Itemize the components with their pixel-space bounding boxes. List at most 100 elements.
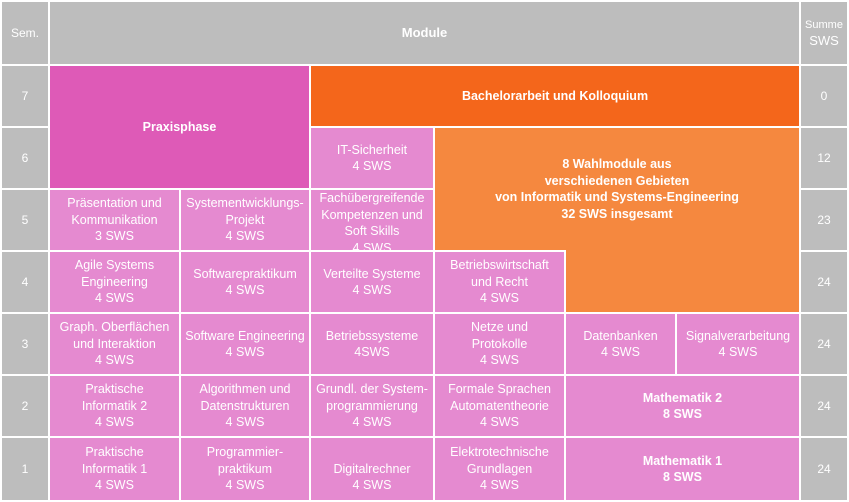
semester-number: 3 <box>21 336 29 351</box>
sws-value: 12 <box>817 150 831 165</box>
module-title-line: Kommunikation <box>71 212 158 227</box>
module-title-line: Datenstrukturen <box>200 398 290 413</box>
module-systementwicklung: Systementwicklungs- Projekt 4 SWS <box>181 190 309 250</box>
semester-number: 2 <box>21 398 29 413</box>
module-wahlmodule-extension <box>566 246 799 312</box>
module-title: Signalverarbeitung <box>685 328 791 343</box>
module-sws: 4 SWS <box>480 415 519 430</box>
module-mathematik-2: Mathematik 2 8 SWS <box>566 376 799 436</box>
module-it-sicherheit: IT-Sicherheit 4 SWS <box>311 128 433 188</box>
module-sws: 4 SWS <box>95 415 134 430</box>
module-title-line: und Interaktion <box>73 336 156 351</box>
semester-3-sws-sum: 24 <box>801 314 847 374</box>
module-title: Mathematik 2 <box>642 390 723 405</box>
module-mathematik-1: Mathematik 1 8 SWS <box>566 438 799 500</box>
module-title-line: Praktische <box>85 445 144 460</box>
module-verteilte-systeme: Verteilte Systeme 4 SWS <box>311 252 433 312</box>
modules-header: Module <box>50 2 799 64</box>
module-title-line: Netze und <box>471 320 528 335</box>
module-digitalrechner: Digitalrechner 4 SWS <box>311 438 433 500</box>
module-betriebswirtschaft: Betriebswirtschaft und Recht 4 SWS <box>435 252 564 312</box>
module-sws: 4 SWS <box>225 229 265 244</box>
module-sws: 8 SWS <box>663 470 702 484</box>
module-title-line: Systementwicklungs- <box>186 196 304 211</box>
module-praktische-informatik-1: Praktische Informatik 1 4 SWS <box>50 438 179 500</box>
module-title-line: und Recht <box>471 274 528 289</box>
sum-header-line2: SWS <box>809 33 839 48</box>
sum-header-line1: Summe <box>805 18 843 31</box>
module-title: Software Engineering <box>185 328 305 343</box>
module-title-line: Formale Sprachen <box>448 382 551 397</box>
module-agile-systems: Agile Systems Engineering 4 SWS <box>50 252 179 312</box>
module-fachuebergreifende: Fachübergreifende Kompetenzen und Soft S… <box>311 190 433 250</box>
semester-2-sws-sum: 24 <box>801 376 847 436</box>
module-wahlmodule: 8 Wahlmodule aus verschiedenen Gebieten … <box>435 128 799 250</box>
module-sws: 4 SWS <box>225 415 265 430</box>
module-title: Softwarepraktikum <box>193 266 297 281</box>
module-elektrotechnische-grundlagen: Elektrotechnische Grundlagen 4 SWS <box>435 438 564 500</box>
module-sws: 4 SWS <box>718 345 758 359</box>
module-praxisphase: Praxisphase <box>50 66 309 188</box>
module-title-line: programmierung <box>326 398 418 413</box>
module-sws: 3 SWS <box>95 229 134 244</box>
semester-4-sws-sum: 24 <box>801 252 847 312</box>
module-sws: 4 SWS <box>95 291 134 306</box>
module-sws: 4 SWS <box>225 478 265 493</box>
sws-value: 0 <box>820 88 828 103</box>
module-title-line: Grundlagen <box>466 461 533 476</box>
module-title-line: Elektrotechnische <box>450 445 549 460</box>
module-praktische-informatik-2: Praktische Informatik 2 4 SWS <box>50 376 179 436</box>
module-sws: 4 SWS <box>352 415 392 430</box>
module-title-line: Betriebswirtschaft <box>450 258 549 273</box>
module-title-line: Programmier- <box>206 445 284 460</box>
module-title-line: Algorithmen und <box>199 382 291 397</box>
semester-1-sws-sum: 24 <box>801 438 847 500</box>
module-graph-oberflaechen: Graph. Oberflächen und Interaktion 4 SWS <box>50 314 179 374</box>
module-title: Betriebssysteme <box>325 328 419 343</box>
module-softwarepraktikum: Softwarepraktikum 4 SWS <box>181 252 309 312</box>
module-title: Praxisphase <box>142 119 217 134</box>
module-bachelorarbeit: Bachelorarbeit und Kolloquium <box>311 66 799 126</box>
module-title-line: Graph. Oberflächen <box>59 320 170 335</box>
module-title-line: 8 Wahlmodule aus <box>562 157 672 171</box>
semester-number: 6 <box>21 150 29 165</box>
semester-7-sws-sum: 0 <box>801 66 847 126</box>
module-title-line: Protokolle <box>471 336 528 351</box>
module-grundl-systemprogrammierung: Grundl. der System- programmierung 4 SWS <box>311 376 433 436</box>
module-sws: 32 SWS insgesamt <box>561 206 673 221</box>
module-sws: 4 SWS <box>480 291 519 306</box>
module-title-line: Grundl. der System- <box>316 382 428 397</box>
sws-value: 24 <box>817 274 831 289</box>
module-sws: 4 SWS <box>352 478 392 492</box>
module-sws: 4 SWS <box>480 353 519 368</box>
module-sws: 8 SWS <box>663 407 702 421</box>
module-title: Digitalrechner <box>333 461 411 476</box>
semester-5-label: 5 <box>2 190 48 250</box>
module-sws: 4 SWS <box>601 345 640 359</box>
module-sws: 4 SWS <box>352 240 392 251</box>
module-formale-sprachen: Formale Sprachen Automatentheorie 4 SWS <box>435 376 564 436</box>
module-sws: 4 SWS <box>95 353 134 368</box>
semester-1-label: 1 <box>2 438 48 500</box>
module-title: Mathematik 1 <box>642 453 723 468</box>
sws-value: 23 <box>817 212 831 227</box>
module-signalverarbeitung: Signalverarbeitung 4 SWS <box>677 314 799 374</box>
semester-7-label: 7 <box>2 66 48 126</box>
sws-value: 24 <box>817 398 831 413</box>
module-datenbanken: Datenbanken 4 SWS <box>566 314 675 374</box>
module-title-line: Informatik 1 <box>81 461 148 476</box>
module-title: Bachelorarbeit und Kolloquium <box>461 88 649 103</box>
sws-sum-column-header: Summe SWS <box>801 2 847 64</box>
module-title-line: Fachübergreifende <box>319 191 425 205</box>
module-sws: 4 SWS <box>95 478 134 493</box>
semester-3-label: 3 <box>2 314 48 374</box>
module-programmierpraktikum: Programmier- praktikum 4 SWS <box>181 438 309 500</box>
module-title: Datenbanken <box>583 328 658 343</box>
module-title-line: Agile Systems <box>74 258 155 273</box>
module-praesentation: Präsentation und Kommunikation 3 SWS <box>50 190 179 250</box>
semester-number: 7 <box>21 88 29 103</box>
module-sws: 4 SWS <box>225 283 265 297</box>
module-title-line: Kompetenzen und <box>321 207 423 222</box>
module-sws: 4 SWS <box>352 283 392 297</box>
semester-4-label: 4 <box>2 252 48 312</box>
